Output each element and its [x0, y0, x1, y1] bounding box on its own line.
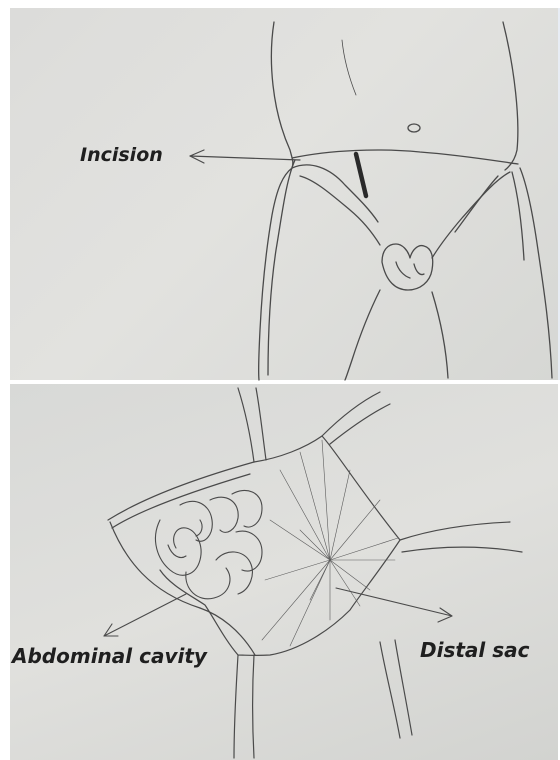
- body-outline-sketch: [259, 22, 552, 380]
- incision-mark: [356, 154, 366, 196]
- hernia-sac-sketch: [108, 388, 522, 758]
- abdominal-cavity-label: Abdominal cavity: [12, 644, 207, 668]
- incision-pointer-arrow: [190, 150, 300, 163]
- abdominal-cavity-pointer-arrow: [104, 594, 186, 636]
- distal-sac-label: Distal sac: [420, 638, 530, 662]
- incision-label: Incision: [80, 144, 163, 166]
